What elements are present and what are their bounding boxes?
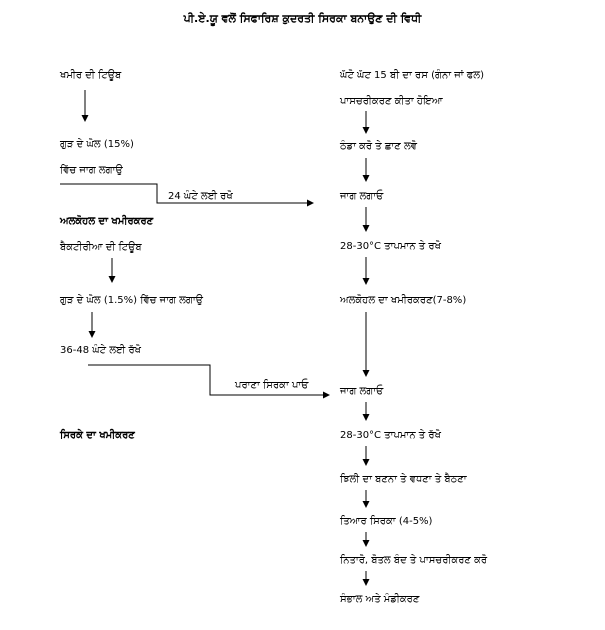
temperature-step-1: 28-30°C ਤਾਪਮਾਨ ਤੇ ਰਖੋ	[340, 241, 441, 252]
add-old-vinegar-label: ਪਰਾਣਾ ਸਿਰਕਾ ਪਾਓ	[235, 380, 309, 391]
keep-24h-label: 24 ਘੰਟੇ ਲਈ ਰਖੋ	[168, 191, 233, 202]
vinegar-fermentation-heading: ਸਿਰਕੇ ਦਾ ਖਮੀਕਰਣ	[60, 430, 135, 441]
juice-label: ਘੱਟੋ ਘੱਟ 15 ਬੀ ਦਾ ਰਸ (ਗੰਨਾ ਜਾਂ ਫਲ)	[340, 70, 484, 81]
temperature-step-2: 28-30°C ਤਾਪਮਾਨ ਤੇ ਰੱਖੋ	[340, 430, 441, 441]
pasteurized-label: ਪਾਸਚਰੀਕਰਣ ਕੀਤਾ ਹੋਇਆ	[340, 96, 443, 107]
bottle-pasteurize-step: ਨਿਤਾਰੋ, ਬੋਤਲ ਬੰਦ ਤੇ ਪਾਸਚਰੀਕਰਣ ਕਰੋ	[340, 555, 488, 566]
keep-36-48h-label: 36-48 ਘੰਟੇ ਲਈ ਰੱਖੋ	[60, 345, 142, 356]
jaggery-solution-label: ਗੁੜ ਦੇ ਘੋਲ (15%)	[60, 139, 134, 150]
yeast-tube-label: ਖਮੀਰ ਦੀ ਟਿਊਬ	[60, 70, 122, 81]
storage-marketing-step: ਸੰਭਾਲ ਅਤੇ ਮੰਡੀਕਰਣ	[340, 594, 420, 605]
cool-filter-label: ਠੰਡਾ ਕਰੋ ਤੇ ਛਾਣ ਲਵੋ	[340, 141, 418, 152]
inoculate-label: ਵਿੱਚ ਜਾਗ ਲਗਾਉ	[60, 165, 123, 176]
inoculate-step-1: ਜਾਗ ਲਗਾਓ	[340, 191, 384, 202]
ready-vinegar-step: ਤਿਆਰ ਸਿਰਕਾ (4-5%)	[340, 516, 433, 527]
jaggery-inoculate-label: ਗੁੜ ਦੇ ਘੋਲ (1.5%) ਵਿੱਚ ਜਾਗ ਲਗਾਉ	[60, 295, 203, 306]
inoculate-step-2: ਜਾਗ ਲਗਾਓ	[340, 386, 384, 397]
connector-24h-to-inoculate	[60, 183, 314, 207]
alcohol-fermentation-heading: ਅਲਕੋਹਲ ਦਾ ਖਮੀਰਕਰਣ	[60, 216, 154, 227]
connector-old-vinegar-to-inoculate	[88, 364, 330, 399]
film-formation-step: ਝਿਲੀ ਦਾ ਬਣਨਾ ਤੇ ਵਧਣਾ ਤੇ ਬੈਠਣਾ	[340, 474, 467, 485]
bacteria-tube-label: ਬੈਕਟੀਰੀਆ ਦੀ ਟਿਊਬ	[60, 242, 142, 253]
alcohol-ferment-step: ਅਲਕੋਹਲ ਦਾ ਖਮੀਰਕਰਣ(7-8%)	[340, 295, 467, 306]
diagram-title: ਪੀ.ਏ.ਯੂ ਵਲੋਂ ਸਿਫਾਰਿਸ਼ ਕੁਦਰਤੀ ਸਿਰਕਾ ਬਨਾਉਣ…	[183, 12, 422, 25]
